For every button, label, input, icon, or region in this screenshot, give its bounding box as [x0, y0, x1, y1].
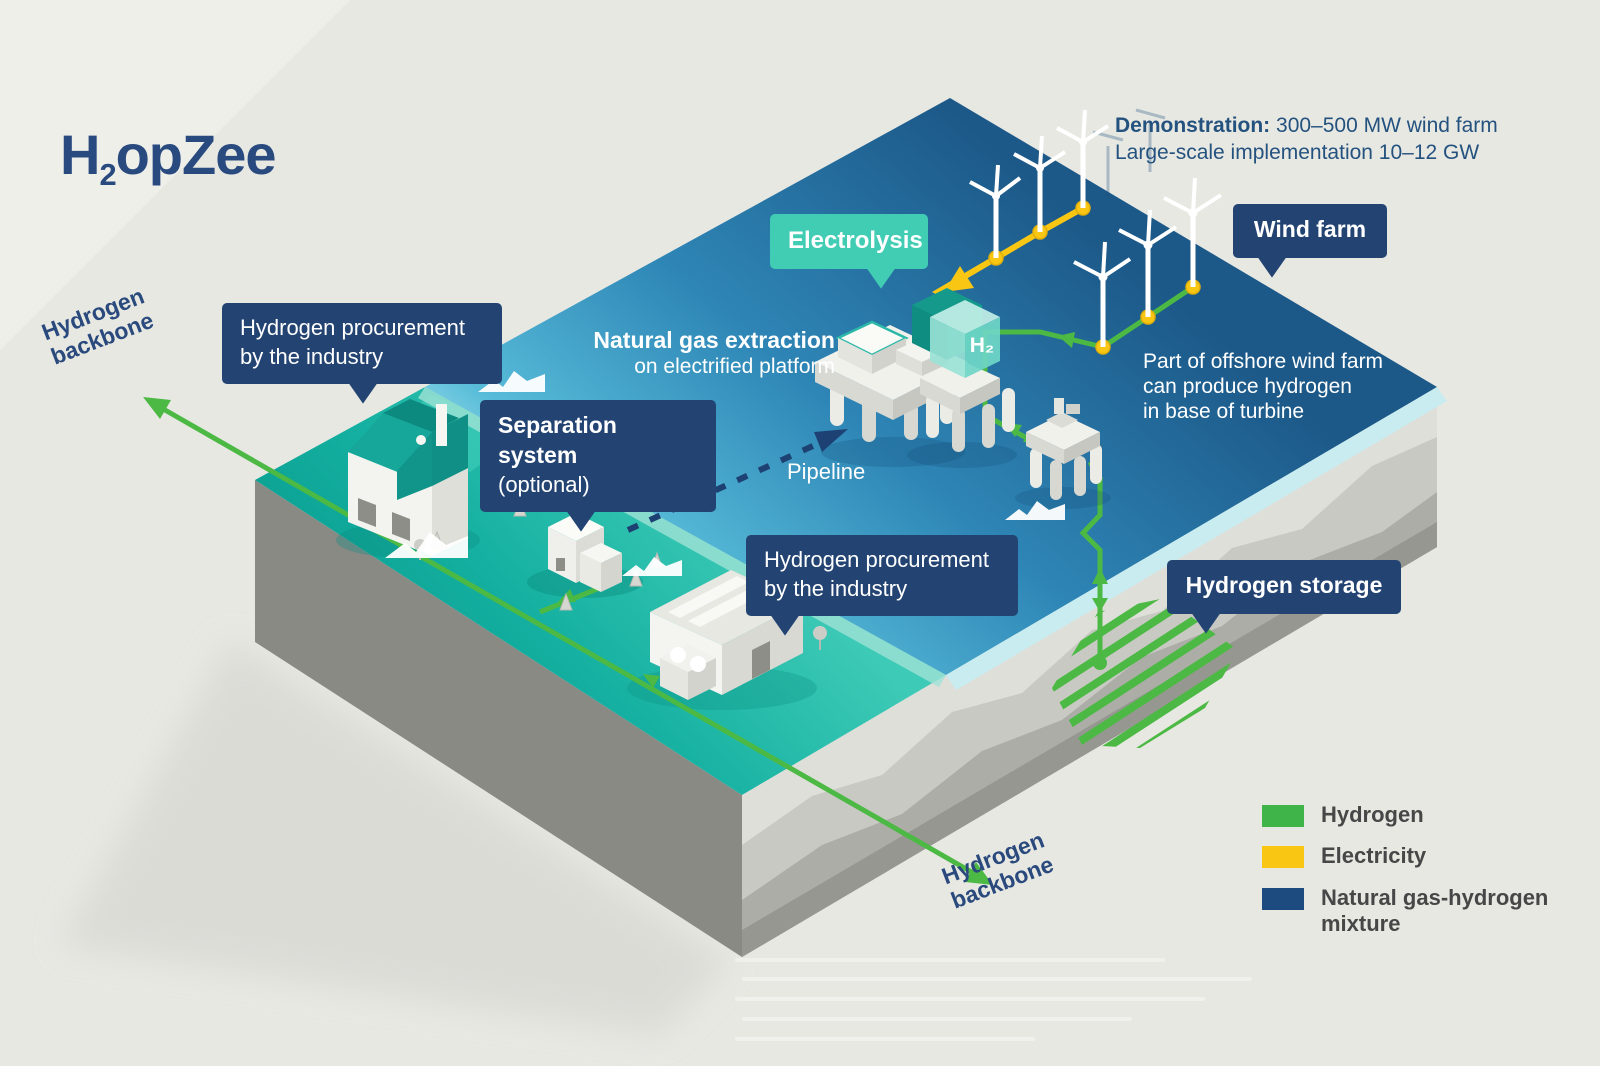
wind-turbine: [1163, 177, 1223, 287]
demonstration-label: Demonstration:: [1115, 114, 1271, 137]
pipeline-label: Pipeline: [787, 459, 866, 484]
wind-farm-note: Part of offshore wind farm can produce h…: [1143, 350, 1384, 423]
bubble-procurement-left: Hydrogen procurement by the industry: [222, 303, 502, 385]
legend-label: Electricity: [1321, 843, 1427, 869]
extraction-label: Natural gas extraction on electrified pl…: [575, 326, 835, 380]
wind-turbine: [1056, 109, 1110, 208]
watermark-lines: [735, 958, 1252, 1041]
tank: [690, 656, 706, 672]
extraction-title: Natural gas extraction: [593, 327, 835, 353]
demonstration-line2: Large-scale implementation 10–12 GW: [1115, 141, 1480, 164]
legend-label: Hydrogen: [1321, 802, 1424, 827]
h2-cube: H₂: [930, 300, 1000, 378]
factory-building: [348, 399, 468, 556]
demonstration-note: Demonstration: 300–500 MW wind farm Larg…: [1115, 112, 1498, 166]
wind-turbine: [1118, 209, 1178, 317]
waterline-cliff-edge: [946, 387, 1447, 690]
demonstration-line1: Demonstration: 300–500 MW wind farm: [1115, 112, 1498, 139]
legend-item-electricity: Electricity: [1262, 843, 1548, 869]
pipeline-dashed-line: [626, 429, 848, 533]
bubble-separation-system: Separation system (optional): [480, 400, 716, 513]
left-underground-face: [255, 480, 742, 957]
wind-turbine: [1073, 241, 1132, 347]
bubble-wind-farm: Wind farm: [1233, 204, 1387, 258]
page-title: H2opZee: [60, 122, 277, 192]
door: [556, 558, 565, 571]
window: [358, 498, 376, 527]
window: [392, 512, 410, 541]
h2-cube-label: H₂: [970, 334, 995, 357]
block-shadow: [60, 640, 730, 1035]
clouds: [385, 371, 1065, 576]
title-subscript: 2: [99, 157, 116, 192]
legend-item-hydrogen: Hydrogen: [1262, 802, 1548, 828]
separation-subtitle: (optional): [498, 471, 590, 497]
bubble-procurement-right: Hydrogen procurement by the industry: [746, 535, 1018, 617]
legend-label: Natural gas-hydrogen mixture: [1321, 884, 1549, 937]
door: [752, 641, 770, 679]
extraction-subtitle: on electrified platform: [634, 355, 835, 379]
legend-item-gas-mixture: Natural gas-hydrogen mixture: [1262, 885, 1548, 938]
wind-turbines: [969, 109, 1223, 347]
legend: Hydrogen Electricity Natural gas-hydroge…: [1262, 802, 1548, 953]
background-shading: [0, 0, 730, 1035]
title-prefix: H: [60, 123, 100, 186]
wind-turbine: [1013, 135, 1067, 232]
electricity-color-swatch: [1262, 846, 1304, 869]
separation-title: Separation system: [498, 412, 617, 468]
bubble-hydrogen-storage: Hydrogen storage: [1167, 560, 1401, 614]
chimney: [436, 404, 447, 446]
separation-building: [548, 513, 622, 592]
flow-arrow: [643, 674, 660, 688]
title-suffix: opZee: [115, 123, 277, 186]
offshore-platform-electrolysis: H₂: [907, 288, 1017, 468]
gas-mixture-color-swatch: [1262, 887, 1304, 910]
hydrogen-color-swatch: [1262, 805, 1304, 827]
bubble-electrolysis: Electrolysis: [770, 214, 928, 270]
tank: [670, 647, 686, 663]
demonstration-value: 300–500 MW wind farm: [1270, 114, 1498, 137]
wind-turbine: [969, 164, 1022, 258]
offshore-platform-small: [1015, 398, 1111, 509]
